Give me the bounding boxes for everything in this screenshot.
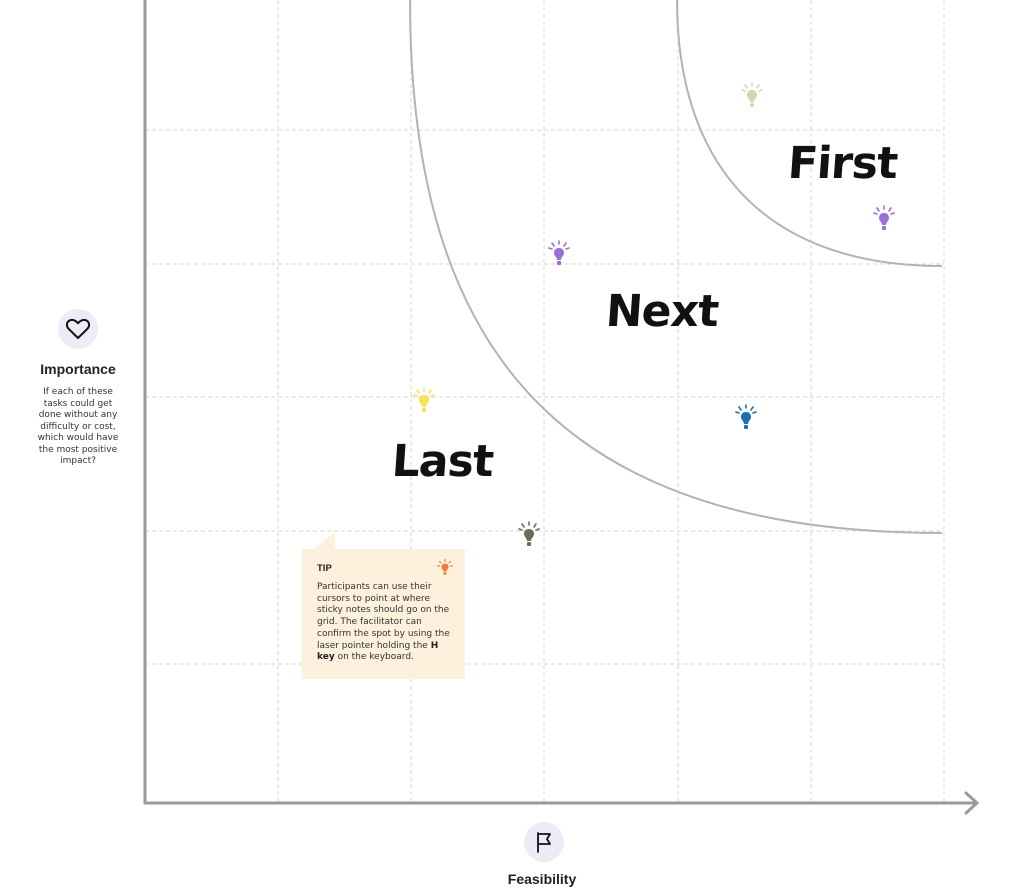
idea-marker-purple-next[interactable]	[548, 240, 570, 270]
tip-body-text-end: on the keyboard.	[334, 652, 414, 663]
heart-icon	[65, 318, 91, 339]
tip-body: Participants can use their cursors to po…	[317, 582, 457, 664]
tip-card-pointer	[313, 532, 335, 550]
tip-body-text: Participants can use their cursors to po…	[317, 582, 450, 651]
idea-marker-blue[interactable]	[735, 404, 757, 434]
idea-marker-pale[interactable]	[741, 82, 763, 112]
idea-marker-olive[interactable]	[518, 521, 540, 551]
feasibility-icon-badge	[524, 822, 564, 862]
idea-marker-yellow[interactable]	[413, 387, 435, 417]
tip-title: TIP	[317, 563, 332, 574]
importance-axis-title: Importance	[40, 361, 116, 377]
tip-body-key: H key	[317, 640, 439, 663]
idea-marker-purple-first[interactable]	[873, 205, 895, 235]
feasibility-axis-title: Feasibility	[507, 871, 577, 887]
zone-label-next: Next	[604, 286, 720, 337]
importance-axis-description: If each of these tasks could get done wi…	[37, 387, 119, 466]
next-zone-boundary-curve	[409, 0, 943, 534]
first-zone-boundary-curve	[676, 0, 943, 267]
importance-icon-badge	[58, 309, 98, 349]
x-axis-arrowhead	[964, 791, 980, 815]
grid-lines	[145, 0, 945, 803]
zone-label-first: First	[786, 138, 899, 189]
zone-label-last: Last	[390, 436, 495, 487]
tip-card[interactable]: TIP Participants can use their cursors t…	[302, 549, 465, 679]
flag-icon	[537, 832, 551, 853]
lightbulb-icon	[437, 559, 453, 575]
